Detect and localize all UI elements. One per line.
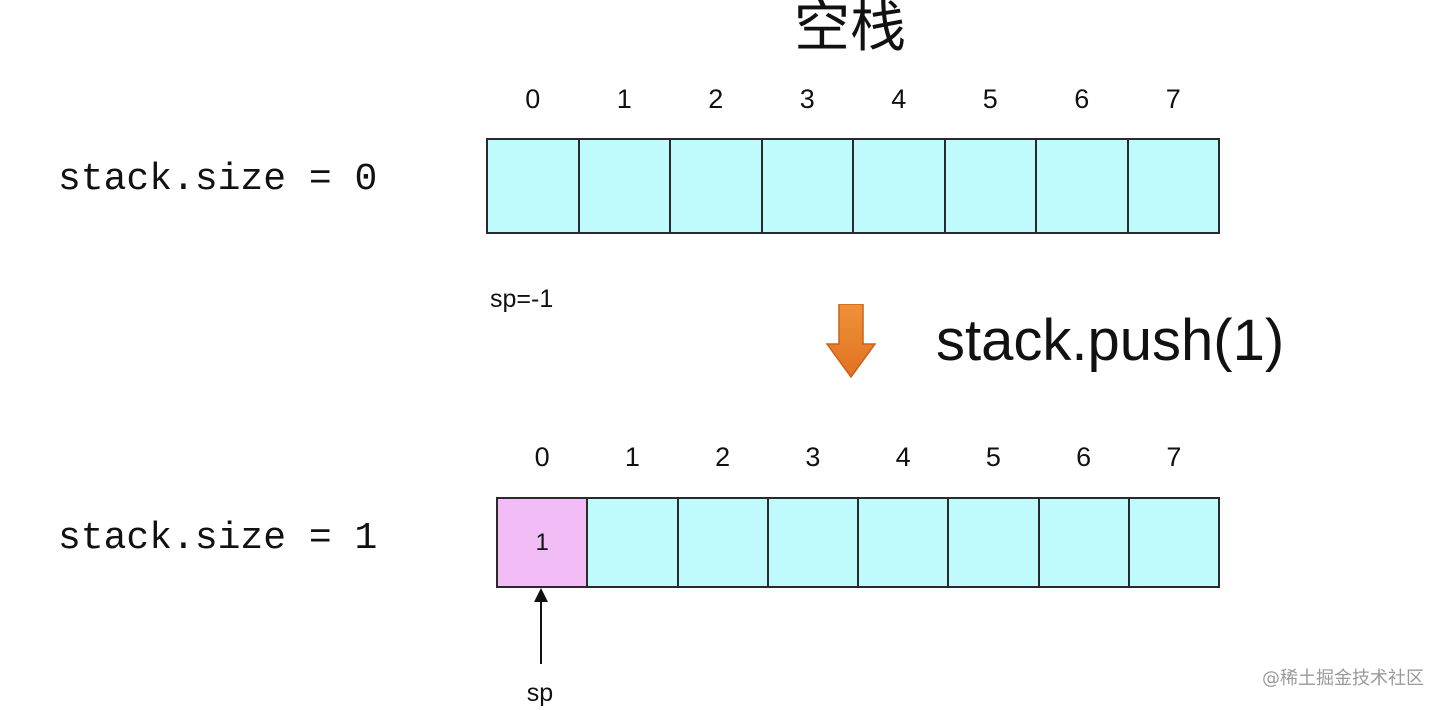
stack-cell-empty <box>678 497 769 588</box>
index-label: 3 <box>799 84 815 114</box>
stack-cell-empty <box>945 138 1037 234</box>
stack-cell-empty <box>1129 497 1220 588</box>
stack-cell-empty <box>949 497 1040 588</box>
stack-cell-empty <box>768 497 859 588</box>
index-label: 3 <box>805 442 821 472</box>
index-label: 1 <box>616 84 632 114</box>
stack-cell-empty <box>1128 138 1220 234</box>
stack-cell-empty <box>671 138 763 234</box>
index-label: 7 <box>1165 84 1181 114</box>
index-label: 7 <box>1166 442 1182 472</box>
stack-pointer-label-after: sp <box>526 679 554 707</box>
index-label: 6 <box>1076 442 1092 472</box>
index-label: 0 <box>525 84 541 114</box>
index-label: 0 <box>534 442 550 472</box>
index-label: 5 <box>985 442 1001 472</box>
up-arrow-icon <box>534 588 548 664</box>
index-label: 2 <box>715 442 731 472</box>
index-label: 1 <box>624 442 640 472</box>
down-arrow-icon <box>826 304 876 378</box>
index-label: 5 <box>982 84 998 114</box>
stack-cell-empty <box>854 138 946 234</box>
index-label: 4 <box>895 442 911 472</box>
index-row-before: 0 1 2 3 4 5 6 7 <box>487 84 1219 114</box>
stack-array-before <box>486 138 1220 234</box>
stack-array-after: 1 <box>496 497 1220 588</box>
index-row-after: 0 1 2 3 4 5 6 7 <box>497 442 1219 472</box>
size-label-after: stack.size = 1 <box>58 517 378 560</box>
index-label: 2 <box>708 84 724 114</box>
index-label: 4 <box>891 84 907 114</box>
stack-cell-filled: 1 <box>498 497 589 588</box>
stack-cell-empty <box>1037 138 1129 234</box>
push-operation-label: stack.push(1) <box>936 308 1285 373</box>
stack-cell-empty <box>1039 497 1130 588</box>
watermark: @稀土掘金技术社区 <box>1262 668 1424 689</box>
stack-cell-empty <box>579 138 671 234</box>
size-label-before: stack.size = 0 <box>58 158 378 201</box>
stack-cell-empty <box>762 138 854 234</box>
stack-pointer-label-before: sp=-1 <box>490 285 554 313</box>
index-label: 6 <box>1074 84 1090 114</box>
diagram-title: 空栈 <box>794 0 906 60</box>
stack-cell-empty <box>859 497 950 588</box>
stack-cell-empty <box>588 497 679 588</box>
stack-cell-empty <box>488 138 580 234</box>
